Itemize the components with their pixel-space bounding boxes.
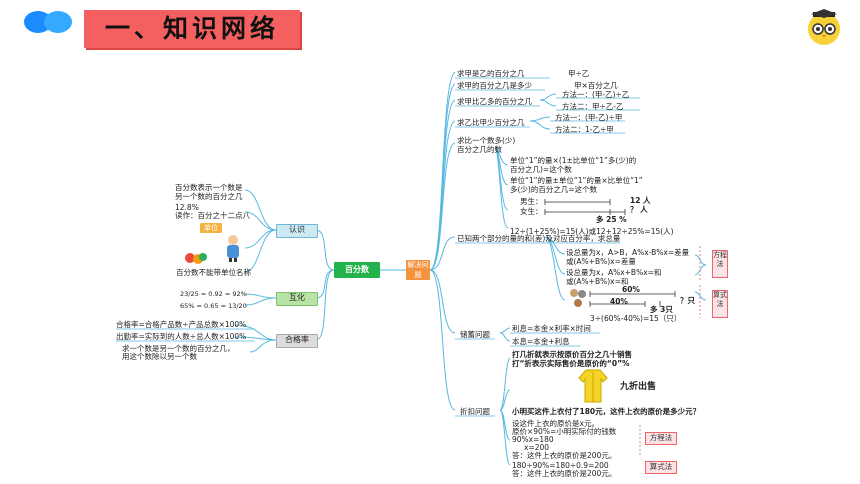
fraction-1: 23/25 = 0.92 = 92% <box>180 290 247 298</box>
percent-rule-2: 用这个数除以另一个数 <box>122 352 197 361</box>
logo-pill-icon <box>24 11 72 33</box>
r6-label: 已知两个部分的量的和(差)及对应百分率，求总量 <box>457 234 621 243</box>
tag-fcf: 方程法 <box>645 432 677 445</box>
solution-5: 答：这件上衣的原价是200元。 <box>512 451 617 460</box>
r2-value: 甲×百分之几 <box>574 81 618 90</box>
more3-label: 多 3只 <box>650 305 673 314</box>
r4-method1: 方法一：(甲-乙)÷甲 <box>555 113 623 122</box>
node-solve-problems[interactable]: 解决问题 <box>406 260 430 280</box>
boys-count: 12 人 <box>630 196 651 205</box>
left-example: 12.8% <box>175 203 199 212</box>
solution-2: 原价×90%=小明实际付的钱数 <box>512 427 617 436</box>
zhekou-rule-2: 打“折表示实际售价是原价的“0”% <box>512 359 630 368</box>
owl-mascot-icon <box>808 9 840 45</box>
r6-eq1: 设总量为x，A>B，A%x-B%x=差量 <box>566 248 690 257</box>
unknown-zhi: ？只 <box>680 296 695 305</box>
solution-3: 90%x=180 <box>512 435 554 444</box>
zhekou-label: 折扣问题 <box>460 407 490 416</box>
r1-label: 求甲是乙的百分之几 <box>457 69 525 78</box>
left-desc1b: 另一个数的百分之几 <box>175 192 243 201</box>
left-desc1: 百分数表示一个数是 <box>175 183 243 192</box>
discount-question: 小明买这件上衣付了180元，这件上衣的原价是多少元？ <box>512 407 701 416</box>
solution-1: 设这件上衣的原价是x元。 <box>512 419 599 428</box>
r3-method1: 方法一：(甲-乙)÷乙 <box>562 90 630 99</box>
node-renshi[interactable]: 认识 <box>276 224 318 238</box>
r5-formula-2: 单位“1”的量±单位“1”的量×比单位“1” <box>510 176 643 185</box>
r2-label: 求甲的百分之几是多少 <box>457 81 532 90</box>
r5-label: 求比一个数多(少) <box>457 136 516 145</box>
node-hegelv[interactable]: 合格率 <box>276 334 318 348</box>
tag-fangcheng: 方程法 <box>712 250 728 278</box>
lixi-formula: 利息=本金×利率×时间 <box>512 324 591 333</box>
r6-eq2: 设总量为x，A%x+B%x=和 <box>566 268 662 277</box>
no-unit-rule: 百分数不能带单位名称 <box>176 268 251 277</box>
fruit-icon <box>185 253 207 264</box>
r1-value: 甲÷乙 <box>568 69 590 78</box>
p60-label: 60% <box>622 285 640 294</box>
solution-4: x=200 <box>524 443 550 452</box>
center-node-baifenshu[interactable]: 百分数 <box>334 262 380 278</box>
r6-eq1b: 或(A%+B%)x=差量 <box>566 257 636 266</box>
tag-ssf: 算式法 <box>645 461 677 474</box>
jacket-icon <box>578 369 608 403</box>
left-example-read: 读作：百分之十二点八 <box>175 211 250 220</box>
animals-icon <box>570 289 586 307</box>
page-title: 一、知识网络 <box>84 10 300 48</box>
r5-formula-1b: 百分之几)=这个数 <box>510 165 572 174</box>
solution-7: 答：这件上衣的原价是200元。 <box>512 469 617 478</box>
chuqin-formula: 出勤率=实际到的人数÷总人数×100% <box>116 332 247 341</box>
teacher-figure-icon <box>227 235 239 262</box>
r4-label: 求乙比甲少百分之几 <box>457 118 525 127</box>
tag-suanshi: 算式法 <box>712 290 728 318</box>
r3-method2: 方法二：甲÷乙-乙 <box>562 102 624 111</box>
r5-formula-1: 单位“1”的量×(1±比单位“1”多(少)的 <box>510 156 637 165</box>
r3-label: 求甲比乙多的百分之几 <box>457 97 532 106</box>
r4-method2: 方法二：1-乙÷甲 <box>555 125 614 134</box>
chuxu-label: 储蓄问题 <box>460 330 490 339</box>
r6-calc: 3÷(60%-40%)=15（只） <box>590 314 682 323</box>
boys-label: 男生： <box>520 197 543 206</box>
unit-label: 单位 <box>200 223 222 233</box>
node-huzhuan[interactable]: 互化 <box>276 292 318 306</box>
fraction-2: 65% = 0.65 = 13/20 <box>180 302 247 310</box>
jiuzhe-label: 九折出售 <box>620 382 657 392</box>
girls-label: 女生： <box>520 207 543 216</box>
p40-label: 40% <box>610 297 628 306</box>
r5-formula-2b: 多(少)的百分之几=这个数 <box>510 185 598 194</box>
r5-calc: 12÷(1+25%)=15(人)或12+12÷25%=15(人) <box>510 227 674 236</box>
more-25-percent: 多 25 % <box>596 215 627 224</box>
r5-label-2: 百分之几的数 <box>457 145 502 154</box>
zhekou-rule-1: 打几折就表示按原价百分之几十销售 <box>512 350 632 359</box>
solution-6: 180÷90%=180÷0.9=200 <box>512 461 609 470</box>
percent-rule-1: 求一个数是另一个数的百分之几， <box>122 344 235 353</box>
benxi-formula: 本息=本金+利息 <box>512 337 570 346</box>
r6-eq2b: 或(A%+B%)x=和 <box>566 277 629 286</box>
hegelv-formula: 合格率=合格产品数÷产品总数×100% <box>116 320 247 329</box>
girls-unknown: ？ 人 <box>630 205 648 214</box>
